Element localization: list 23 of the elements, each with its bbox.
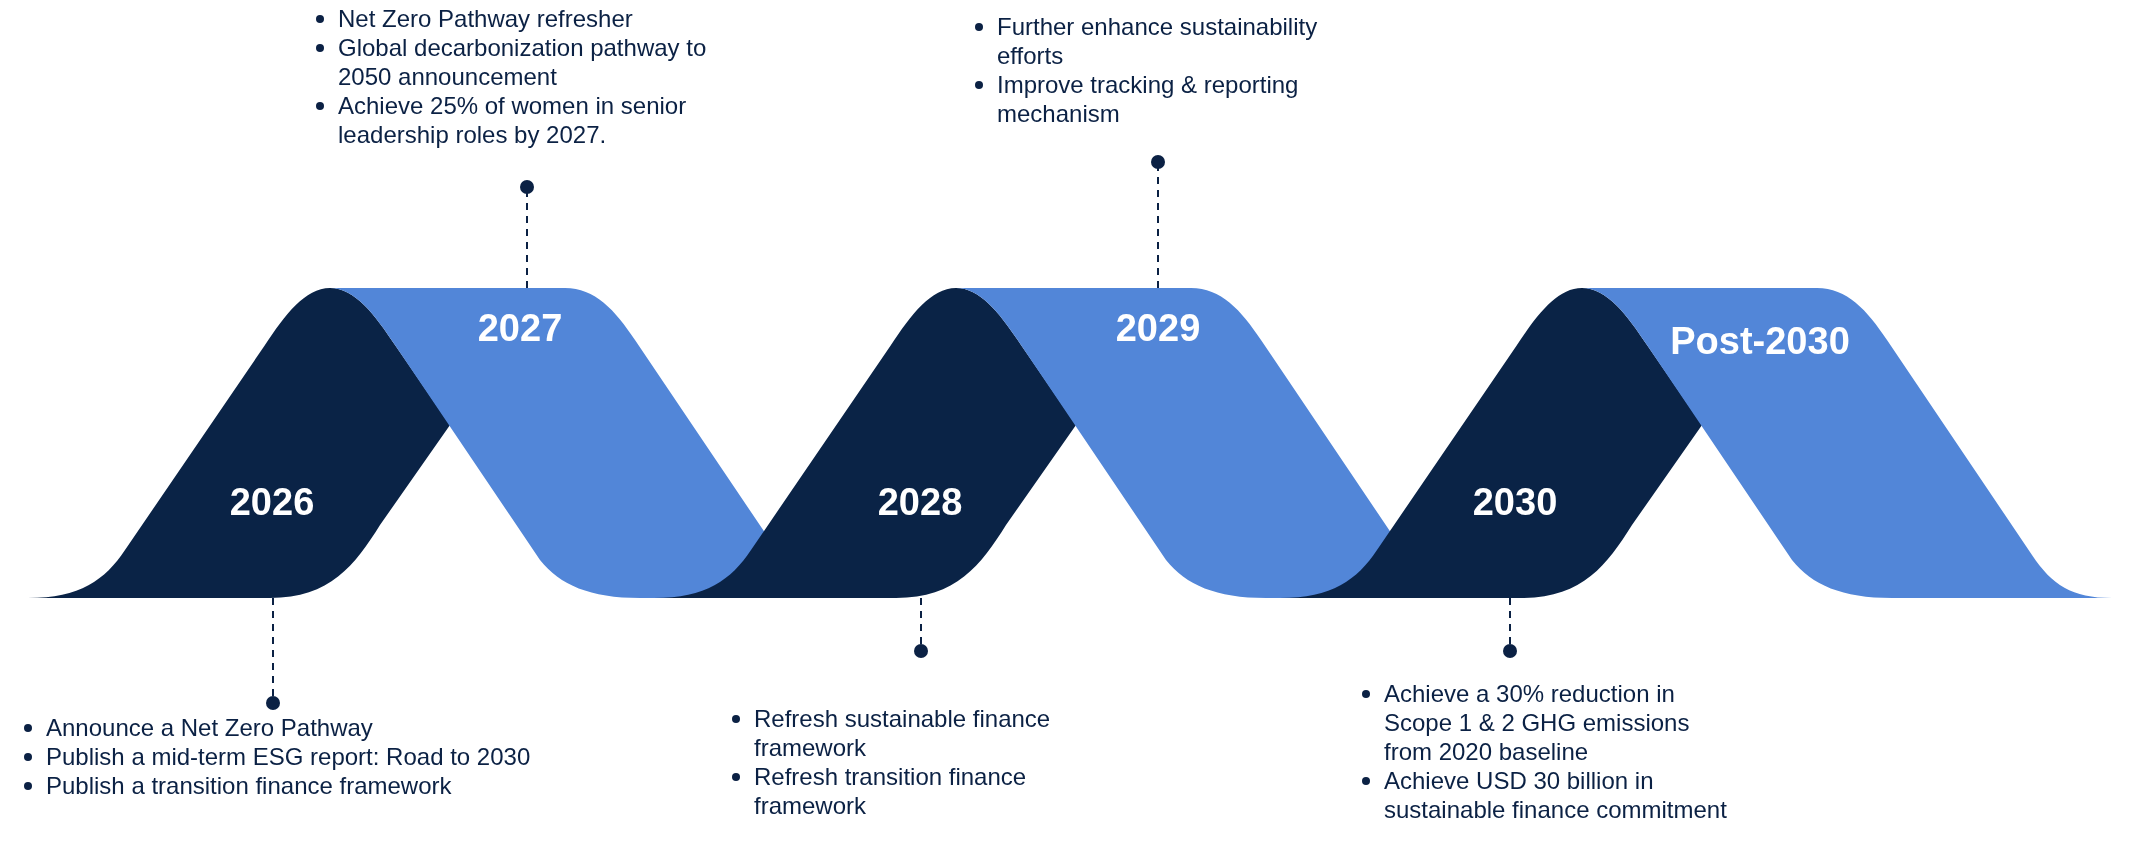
year-label: 2030 [1472, 480, 1558, 524]
year-label: 2026 [229, 480, 315, 524]
year-label: 2029 [1115, 306, 1201, 350]
leader-line [914, 597, 928, 658]
bullet-text: Achieve USD 30 billion in sustainable finance commitment [1384, 767, 1727, 823]
leader-line [520, 180, 534, 289]
bullet-text: Net Zero Pathway refresher [338, 5, 633, 32]
bullet-text: Achieve a 30% reduction in Scope 1 & 2 GHG emissions from 2020 baseline [1384, 680, 1690, 765]
bullet-text: Refresh transition finance framework [754, 763, 1027, 819]
bullet-text: Publish a mid-term ESG report: Road to 2030 [46, 743, 531, 770]
year-label: 2027 [477, 306, 563, 350]
year-label: Post-2030 [1670, 319, 1850, 363]
bullet-text: Publish a transition finance framework [46, 772, 452, 799]
year-label: 2028 [877, 480, 963, 524]
leader-line [1151, 155, 1165, 289]
leader-line [266, 597, 280, 710]
bullet-text: Achieve 25% of women in senior leadership roles by 2027. [338, 92, 687, 148]
bullet-text: Announce a Net Zero Pathway [46, 714, 373, 741]
bullet-text: Global decarbonization pathway to 2050 announcement [338, 34, 707, 90]
leader-line [1503, 597, 1517, 658]
bullet-text: Further enhance sustainability efforts [997, 13, 1318, 69]
bullet-text: Improve tracking & reporting mechanism [997, 71, 1299, 127]
bullet-text: Refresh sustainable finance framework [754, 705, 1051, 761]
